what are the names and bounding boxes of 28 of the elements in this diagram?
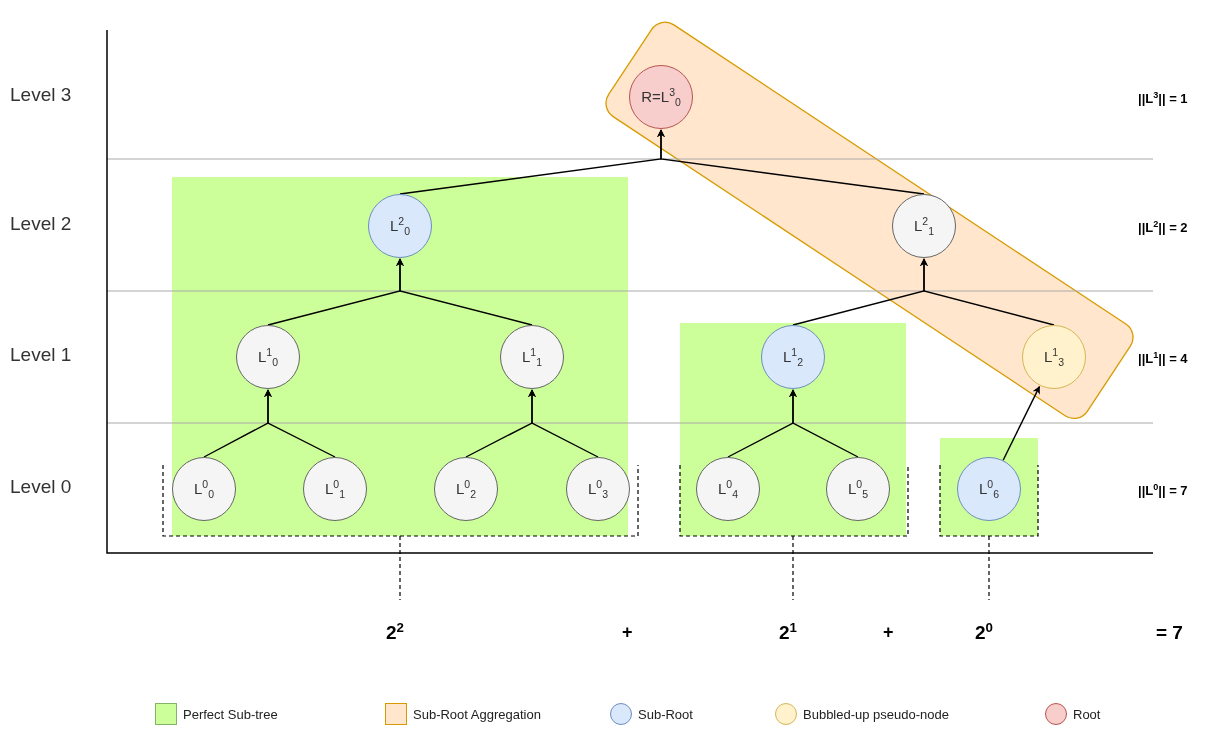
level-label: Level 1 [10, 344, 72, 366]
plus-sign: + [622, 622, 633, 643]
legend-label: Sub-Root [638, 707, 693, 722]
legend-label: Root [1073, 707, 1101, 722]
legend-label: Perfect Sub-tree [183, 707, 278, 722]
count-label: ||L$^{2}$|| = 2 [1138, 219, 1188, 236]
subtree-region [940, 438, 1038, 536]
level-label: Level 3 [10, 84, 72, 106]
arrow [264, 389, 336, 458]
plus-sign: + [883, 622, 894, 643]
power-term: 2$^{1}$ [779, 620, 797, 645]
arrow [789, 389, 859, 458]
power-term: 2$^{2}$ [386, 620, 404, 645]
legend-label: Bubbled-up pseudo-node [803, 707, 949, 722]
power-term: 2$^{0}$ [975, 620, 993, 645]
arrow [1002, 385, 1041, 461]
count-label: ||L$^{1}$|| = 4 [1138, 350, 1188, 367]
subtree-region [172, 177, 628, 536]
arrow [528, 389, 599, 458]
level-label: Level 0 [10, 476, 72, 498]
total-label: = 7 [1156, 622, 1183, 644]
arrow [396, 258, 533, 326]
count-label: ||L$^{3}$|| = 1 [1138, 90, 1188, 107]
level-label: Level 2 [10, 213, 72, 235]
subtree-region [680, 323, 906, 536]
count-label: ||L$^{0}$|| = 7 [1138, 482, 1188, 499]
arrow [920, 258, 1055, 326]
legend-label: Sub-Root Aggregation [413, 707, 541, 722]
